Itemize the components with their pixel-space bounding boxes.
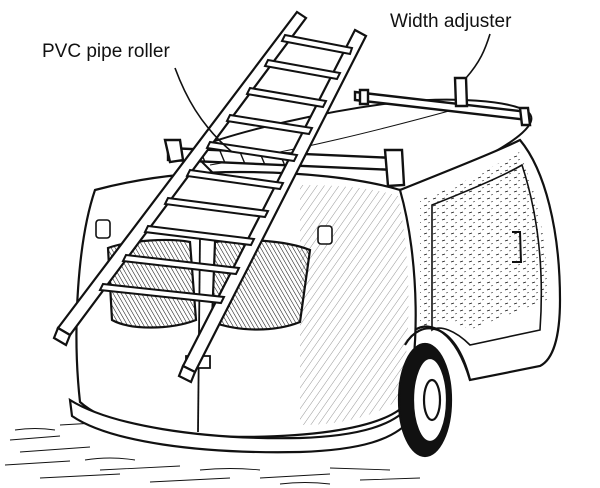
- pvc-pipe-roller-label: PVC pipe roller: [42, 41, 170, 62]
- rear-wheel: [397, 342, 453, 458]
- wheel-arch: [404, 327, 472, 381]
- width-adjuster-leader: [465, 33, 491, 79]
- width-adjuster-label: Width adjuster: [390, 11, 512, 32]
- rear-shading: [300, 185, 409, 425]
- side-panel-shading: [420, 150, 548, 330]
- ladder-rungs: [98, 33, 354, 305]
- ladder: [52, 10, 368, 384]
- tail-lights: [95, 219, 333, 245]
- door-handle-icon: [512, 231, 523, 263]
- side-door-outline: [431, 163, 543, 346]
- ground-shading: [4, 422, 421, 485]
- leader-lines: [174, 33, 491, 153]
- pvc-pipe-roller-leader: [174, 67, 233, 153]
